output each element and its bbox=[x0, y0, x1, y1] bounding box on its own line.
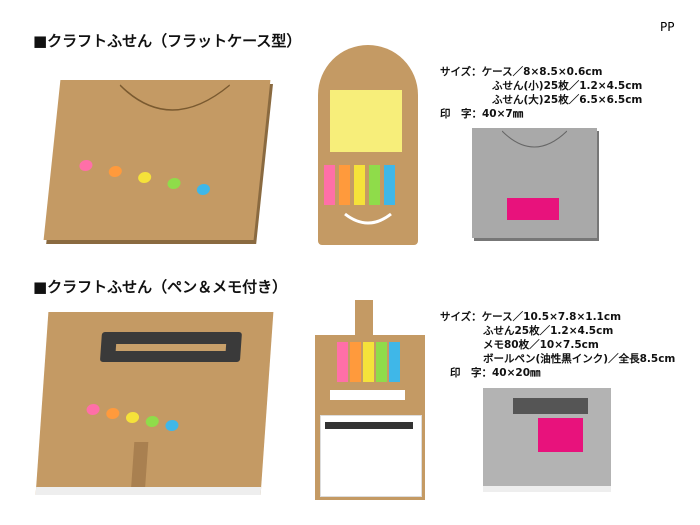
flap-curve bbox=[119, 84, 231, 111]
product-1-specs: サイズ：ケース／8×8.5×0.6cm ふせん(小)25枚／1.2×4.5cm … bbox=[440, 65, 642, 121]
spec-line: サイズ：ケース／8×8.5×0.6cm bbox=[440, 66, 603, 78]
corner-label: PP bbox=[660, 20, 675, 34]
product-1-open-image bbox=[318, 45, 418, 245]
product-2-closed-case-image bbox=[35, 312, 274, 495]
spec-line: ふせん25枚／1.2×4.5cm bbox=[483, 325, 614, 337]
product-2-specs: サイズ：ケース／10.5×7.8×1.1cm ふせん25枚／1.2×4.5cm … bbox=[440, 310, 675, 380]
spec-line: ふせん(大)25枚／6.5×6.5cm bbox=[492, 94, 643, 106]
product-1-closed-case-image bbox=[43, 80, 271, 240]
spec-line: ふせん(小)25枚／1.2×4.5cm bbox=[492, 80, 643, 92]
spec-line: 印 字：40×7㎜ bbox=[440, 108, 524, 120]
product-2-open-image bbox=[315, 300, 425, 500]
product-2-heading: ■クラフトふせん（ペン＆メモ付き） bbox=[33, 278, 288, 296]
spec-line: ボールペン(油性黒インク)／全長8.5cm bbox=[483, 353, 676, 365]
spec-line: 印 字：40×20㎜ bbox=[450, 367, 541, 379]
product-1-heading: ■クラフトふせん（フラットケース型） bbox=[33, 32, 302, 50]
product-2-print-sample-image bbox=[483, 388, 611, 492]
spec-line: サイズ：ケース／10.5×7.8×1.1cm bbox=[440, 311, 622, 323]
product-1-print-sample-image bbox=[472, 128, 597, 238]
spec-line: メモ80枚／10×7.5cm bbox=[483, 339, 599, 351]
